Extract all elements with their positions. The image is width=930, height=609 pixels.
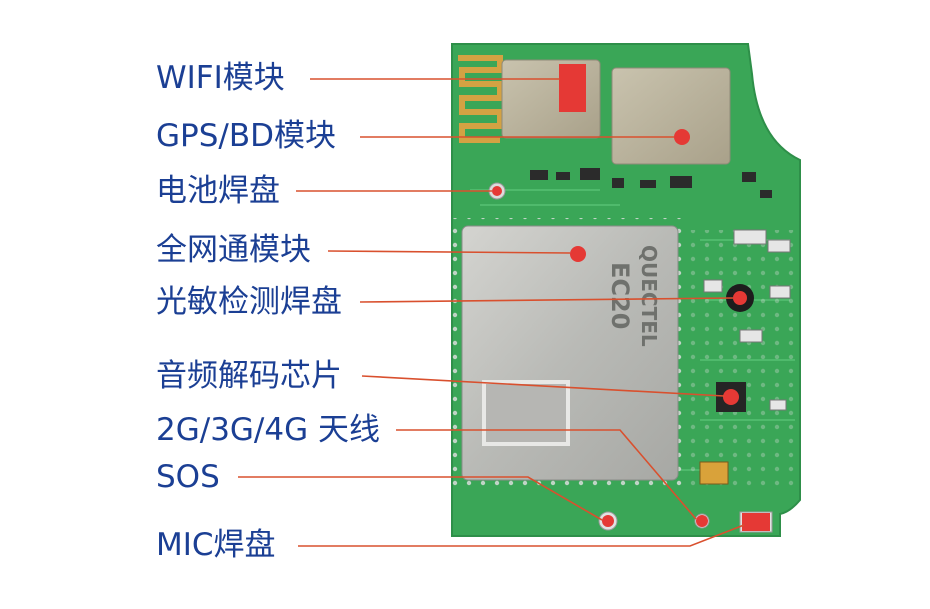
label-lte-module: 全网通模块 [156, 232, 311, 268]
lte-datamatrix-code [482, 380, 570, 446]
smd-components-right [703, 229, 791, 411]
leader-lines [238, 78, 745, 547]
mic-marker [742, 513, 770, 531]
leader-antenna [396, 429, 697, 520]
light-sensor-marker [733, 291, 747, 305]
lte-module-brand: QUECTEL [637, 245, 661, 347]
gps-marker [674, 129, 690, 145]
pcb-via-field [690, 230, 795, 490]
audio-codec-marker [723, 389, 739, 405]
label-mic-pad: MIC焊盘 [156, 527, 276, 563]
leader-sos [238, 476, 603, 521]
lte-module-model: EC20 [606, 262, 634, 329]
leader-audio-codec [361, 375, 725, 397]
battery-marker [492, 186, 502, 196]
label-wifi-module: WIFI模块 [156, 60, 285, 96]
label-sos: SOS [156, 459, 220, 495]
wifi-marker [559, 64, 586, 112]
leader-mic [298, 524, 745, 547]
leader-lte [327, 250, 571, 254]
label-audio-codec-chip: 音频解码芯片 [156, 358, 342, 394]
label-gps-bd-module: GPS/BD模块 [156, 118, 336, 154]
wifi-antenna-trace [458, 55, 503, 143]
smd-capacitor [699, 461, 729, 485]
gps-module-shield [611, 67, 731, 165]
antenna-marker [696, 515, 708, 527]
lte-marker [570, 246, 586, 262]
leader-light-sensor [359, 297, 734, 303]
red-markers [492, 64, 770, 531]
label-light-sensor-pad: 光敏检测焊盘 [156, 284, 342, 320]
smd-components-top [530, 168, 772, 198]
label-battery-pad: 电池焊盘 [156, 173, 280, 209]
sos-marker [602, 515, 614, 527]
label-antenna: 2G/3G/4G 天线 [156, 412, 380, 448]
